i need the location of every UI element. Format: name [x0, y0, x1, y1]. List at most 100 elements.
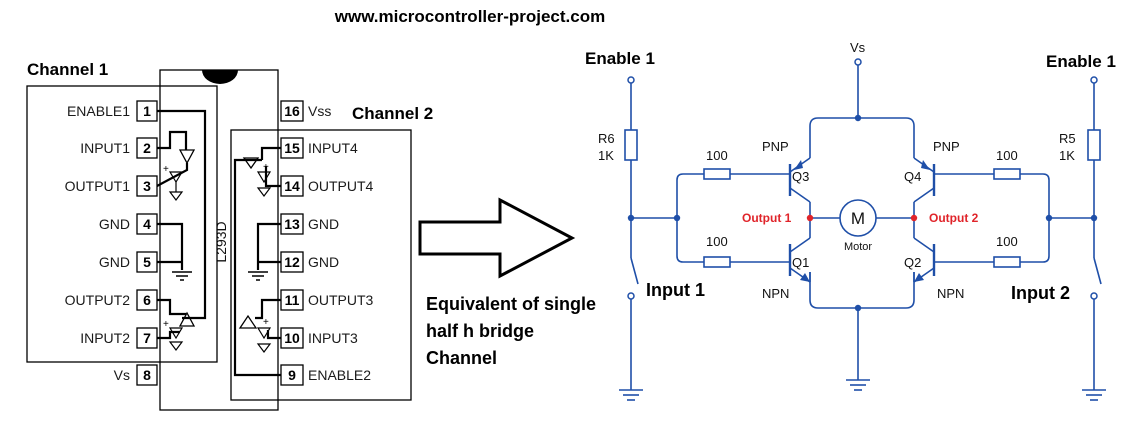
pin-name: GND: [99, 254, 130, 270]
resistor-bottom-right: [993, 256, 1021, 268]
pin-7: INPUT2 7: [80, 327, 158, 349]
pin-name: OUTPUT1: [65, 178, 131, 194]
q1-name: Q1: [792, 255, 809, 270]
output1-node: [806, 214, 814, 222]
pin-number: 6: [143, 292, 151, 308]
pin-name: INPUT3: [308, 330, 358, 346]
pin-number: 14: [284, 178, 300, 194]
q3-name: Q3: [792, 169, 809, 184]
resistor-bottom-left: [703, 256, 731, 268]
svg-text:+: +: [263, 317, 269, 328]
pin-number: 7: [143, 330, 151, 346]
r6-name: R6: [598, 131, 615, 146]
pin-number: 5: [143, 254, 151, 270]
pin-number: 10: [284, 330, 300, 346]
pin-number: 15: [284, 140, 300, 156]
pin-number: 16: [284, 103, 300, 119]
q4-name: Q4: [904, 169, 921, 184]
pin-11: OUTPUT3 11: [280, 289, 374, 311]
channel2-label: Channel 2: [352, 104, 433, 123]
pin-name: ENABLE2: [308, 367, 371, 383]
q1-type: NPN: [762, 286, 789, 301]
channel1-label: Channel 1: [27, 60, 108, 79]
channel1-box: [26, 85, 218, 363]
resistor-top-left: [703, 168, 731, 180]
pin-8: Vs 8: [114, 364, 158, 386]
input2-label: Input 2: [1011, 283, 1070, 303]
right-pin-list: Vss16INPUT415OUTPUT414GND13GND12OUTPUT31…: [280, 100, 374, 386]
pin-name: OUTPUT4: [308, 178, 374, 194]
pin-name: OUTPUT3: [308, 292, 374, 308]
output2-node: [910, 214, 918, 222]
input1-label: Input 1: [646, 280, 705, 300]
arrow-caption: Equivalent of single half h bridge Chann…: [426, 294, 601, 368]
output2-label: Output 2: [929, 211, 979, 225]
pin-1: ENABLE1 1: [67, 100, 158, 122]
transistor-q4: [913, 150, 936, 218]
res-top-left-value: 100: [706, 148, 728, 163]
pin-number: 13: [284, 216, 300, 232]
transistor-q2: [913, 218, 936, 283]
res-bottom-left-value: 100: [706, 234, 728, 249]
pin-name: OUTPUT2: [65, 292, 131, 308]
pin-4: GND 4: [99, 213, 158, 235]
l293d-chip-diagram: Channel 1 Channel 2 L293D ENABLE1 1INPUT1…: [26, 60, 433, 411]
pin-14: OUTPUT4 14: [280, 175, 374, 197]
q2-name: Q2: [904, 255, 921, 270]
pin-name: GND: [99, 216, 130, 232]
svg-text:+: +: [263, 162, 269, 173]
channel2-box: [230, 129, 412, 401]
pin-number: 8: [143, 367, 151, 383]
ground-left-icon: [619, 389, 643, 401]
transistor-q1: [788, 218, 811, 283]
pin-name: INPUT4: [308, 140, 358, 156]
enable-right-label: Enable 1: [1046, 52, 1116, 71]
pin-number: 2: [143, 140, 151, 156]
q2-type: NPN: [937, 286, 964, 301]
pin-number: 4: [143, 216, 151, 232]
pin-name: ENABLE1: [67, 103, 130, 119]
equivalence-arrow: [418, 197, 576, 279]
q3-type: PNP: [762, 139, 789, 154]
pin-number: 11: [285, 292, 300, 308]
channel2-internals: + +: [233, 146, 281, 377]
website-title: www.microcontroller-project.com: [334, 7, 605, 26]
pin-name: INPUT2: [80, 330, 130, 346]
transistor-q3: [788, 150, 811, 218]
channel1-internals: + +: [156, 109, 207, 351]
motor-symbol: M: [851, 209, 865, 228]
pin-number: 1: [143, 103, 151, 119]
pin-10: INPUT3 10: [280, 327, 358, 349]
svg-text:+: +: [163, 164, 169, 175]
motor-label: Motor: [844, 241, 872, 253]
pin-number: 9: [288, 367, 296, 383]
pin-9: ENABLE2 9: [280, 364, 371, 386]
switch-right-lever: [1093, 257, 1102, 285]
pin-5: GND 5: [99, 251, 158, 273]
resistor-top-right: [993, 168, 1021, 180]
chip-name: L293D: [213, 221, 229, 262]
enable-left-label: Enable 1: [585, 49, 655, 68]
pin-15: INPUT4 15: [280, 137, 358, 159]
svg-text:+: +: [163, 319, 169, 330]
chip-notch: [202, 70, 238, 84]
ground-right-icon: [1082, 389, 1106, 401]
pin-6: OUTPUT2 6: [65, 289, 158, 311]
r5-name: R5: [1059, 131, 1076, 146]
resistor-r6: [624, 129, 638, 161]
pin-name: GND: [308, 254, 339, 270]
pin-name: Vss: [308, 103, 331, 119]
r6-value: 1K: [598, 148, 614, 163]
res-top-right-value: 100: [996, 148, 1018, 163]
motor: M: [839, 199, 877, 237]
output1-label: Output 1: [742, 211, 792, 225]
pin-name: Vs: [114, 367, 130, 383]
r5-value: 1K: [1059, 148, 1075, 163]
vs-label: Vs: [850, 40, 866, 55]
resistor-r5: [1087, 129, 1101, 161]
